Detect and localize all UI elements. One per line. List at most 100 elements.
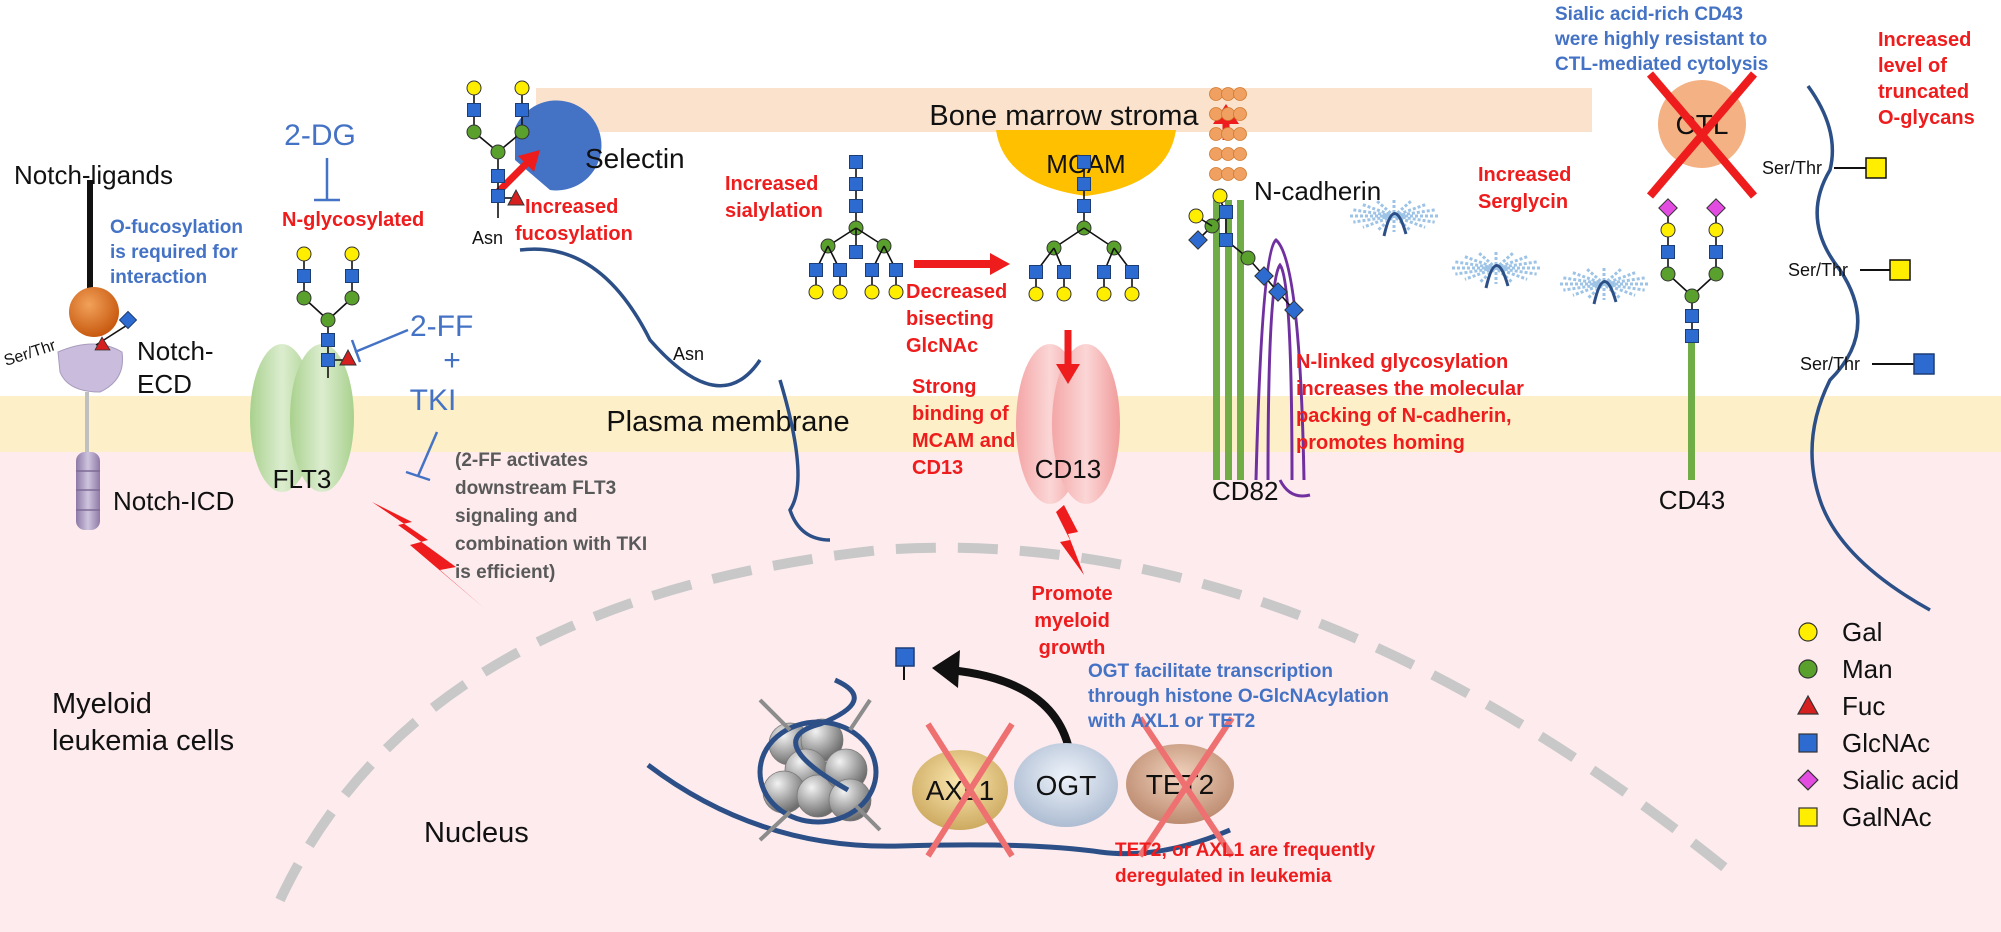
- binding-note-line4: CD13: [912, 457, 963, 479]
- notch-note-line3: interaction: [110, 267, 207, 288]
- legend-item: GalNAc: [1798, 802, 1932, 832]
- glcnac-square-icon: [345, 269, 359, 283]
- o-glcnacylation-arrow: [949, 666, 1072, 747]
- glcnac-square-icon: [491, 189, 505, 203]
- truncated-note-line3: truncated: [1878, 81, 1969, 103]
- ogt-label: OGT: [1036, 770, 1097, 801]
- glcnac-square-icon: [849, 245, 863, 259]
- legend-label: GlcNAc: [1842, 728, 1930, 758]
- glcnac-square-icon: [321, 333, 335, 347]
- flt3-note-line2: downstream FLT3: [455, 478, 616, 499]
- mannose-circle-icon: [1684, 288, 1700, 304]
- serglycin-icon: [1350, 200, 1438, 237]
- cell-label-line1: Myeloid: [52, 688, 152, 720]
- growth-note-line3: growth: [1039, 637, 1106, 659]
- n-cadherin-label: N-cadherin: [1254, 176, 1381, 206]
- axl1-cross-b: [925, 722, 1015, 858]
- notch-icd-shape: [76, 452, 100, 530]
- selectin-ligand-chain: [519, 247, 762, 388]
- notch-note-line2: is required for: [110, 242, 238, 263]
- tet2-protein: [1126, 744, 1234, 824]
- ser-thr-label-3: Ser/Thr: [1800, 354, 1860, 374]
- notch-ecd-shape: [57, 343, 124, 393]
- fucosylation-note-line1: Increased: [525, 196, 618, 218]
- galactose-circle-icon: [1708, 222, 1724, 238]
- cadherin-note-line3: packing of N-cadherin,: [1296, 405, 1512, 427]
- cd43-stalk: [1688, 340, 1695, 480]
- mannose-circle-icon: [1240, 250, 1256, 266]
- serglycin-chain: [1455, 260, 1537, 276]
- glcnac-square-icon: [1685, 329, 1699, 343]
- notch-ecd-label1: Notch-: [137, 336, 214, 366]
- galactose-circle-icon: [466, 80, 482, 96]
- bisecting-note-line2: bisecting: [906, 308, 994, 330]
- cd82-loop-2: [1254, 238, 1306, 481]
- galactose-circle-icon: [344, 246, 360, 262]
- dereg-note-line1: TET2, or AXL1 are frequently: [1115, 840, 1376, 861]
- serglycin-chain: [1362, 203, 1426, 229]
- growth-note-line1: Promote: [1031, 583, 1112, 605]
- cd43-group: CD43 CTL Sialic acid-rich CD43 were high…: [1554, 4, 1975, 612]
- ctl-cell: [1658, 80, 1746, 168]
- glcnac-square-icon: [849, 199, 863, 213]
- nucleosome: [757, 698, 882, 842]
- serglycin-chain: [1464, 255, 1528, 281]
- cadherin-domain: [1233, 147, 1247, 161]
- serglycin-core: [1484, 264, 1510, 289]
- glcnac-square-icon: [1913, 353, 1935, 375]
- notch-icd-label: Notch-ICD: [113, 486, 234, 516]
- cd43-note-line3: CTL-mediated cytolysis: [1555, 54, 1768, 75]
- serglycin-core: [1382, 212, 1408, 237]
- galactose-circle-icon: [888, 284, 904, 300]
- flt3-label: FLT3: [273, 464, 332, 494]
- flt3-right-lobe: [290, 344, 354, 492]
- histone-tail: [848, 698, 872, 732]
- glcnac-square-icon: [297, 269, 311, 283]
- plus-label: +: [443, 344, 461, 377]
- legend-label: Fuc: [1842, 691, 1885, 721]
- fucose-triangle-icon: [507, 188, 525, 206]
- selectin-asn-label: Asn: [472, 228, 503, 248]
- glcnac-square-icon: [515, 103, 529, 117]
- cd13-signal-bolt-icon: [1056, 505, 1084, 575]
- cadherin-domain: [1221, 147, 1235, 161]
- cadherin-domain: [1233, 127, 1247, 141]
- notch-note-line1: O-fucosylation: [110, 217, 243, 238]
- legend-item: Fuc: [1796, 691, 1885, 721]
- binding-arrow: [1056, 364, 1080, 384]
- glcnac-square-icon: [1661, 245, 1675, 259]
- glcnac-square-icon: [1077, 199, 1091, 213]
- flt3-signal-bolt-icon: [372, 502, 484, 608]
- plasma-membrane-label: Plasma membrane: [606, 406, 849, 438]
- galactose-circle-icon: [832, 284, 848, 300]
- mannose-circle-icon: [466, 124, 482, 140]
- cytoplasm-region: [0, 448, 2001, 932]
- cadherin-domain: [1221, 107, 1235, 121]
- binding-note-line3: MCAM and: [912, 430, 1015, 452]
- glcnac-square-icon: [1029, 265, 1043, 279]
- o-glycan-chain: [1806, 84, 1931, 612]
- glcnac-diamond-icon: [1254, 266, 1274, 286]
- galactose-circle-icon: [1188, 208, 1204, 224]
- legend-label: Man: [1842, 654, 1893, 684]
- legend-label: GalNAc: [1842, 802, 1932, 832]
- nuclear-envelope: [275, 542, 1744, 903]
- cd82-loop-1: [1266, 262, 1294, 481]
- glcnac-square-icon: [321, 353, 335, 367]
- cadherin-domain: [1233, 107, 1247, 121]
- legend-man-icon: [1798, 659, 1818, 679]
- dereg-note-line2: deregulated in leukemia: [1115, 866, 1332, 887]
- notch-ligand-ball: [69, 287, 119, 337]
- galnac-square-icon: [1865, 157, 1887, 179]
- cadherin-domain: [1221, 167, 1235, 181]
- mannose-circle-icon: [490, 144, 506, 160]
- dna-strand: [646, 763, 1231, 857]
- asn-label-2: Asn: [673, 344, 704, 364]
- truncated-note-line4: O-glycans: [1878, 107, 1975, 129]
- serglycin-note-line1: Increased: [1478, 164, 1571, 186]
- mannose-circle-icon: [1708, 266, 1724, 282]
- cadherin-cd82-group: N-cadherin CD82 N-linked glycosylation i…: [1212, 104, 1648, 506]
- ser-thr-label-2: Ser/Thr: [1788, 260, 1848, 280]
- nucleus-label: Nucleus: [424, 817, 529, 849]
- flt3-note-line4: combination with TKI: [455, 534, 647, 555]
